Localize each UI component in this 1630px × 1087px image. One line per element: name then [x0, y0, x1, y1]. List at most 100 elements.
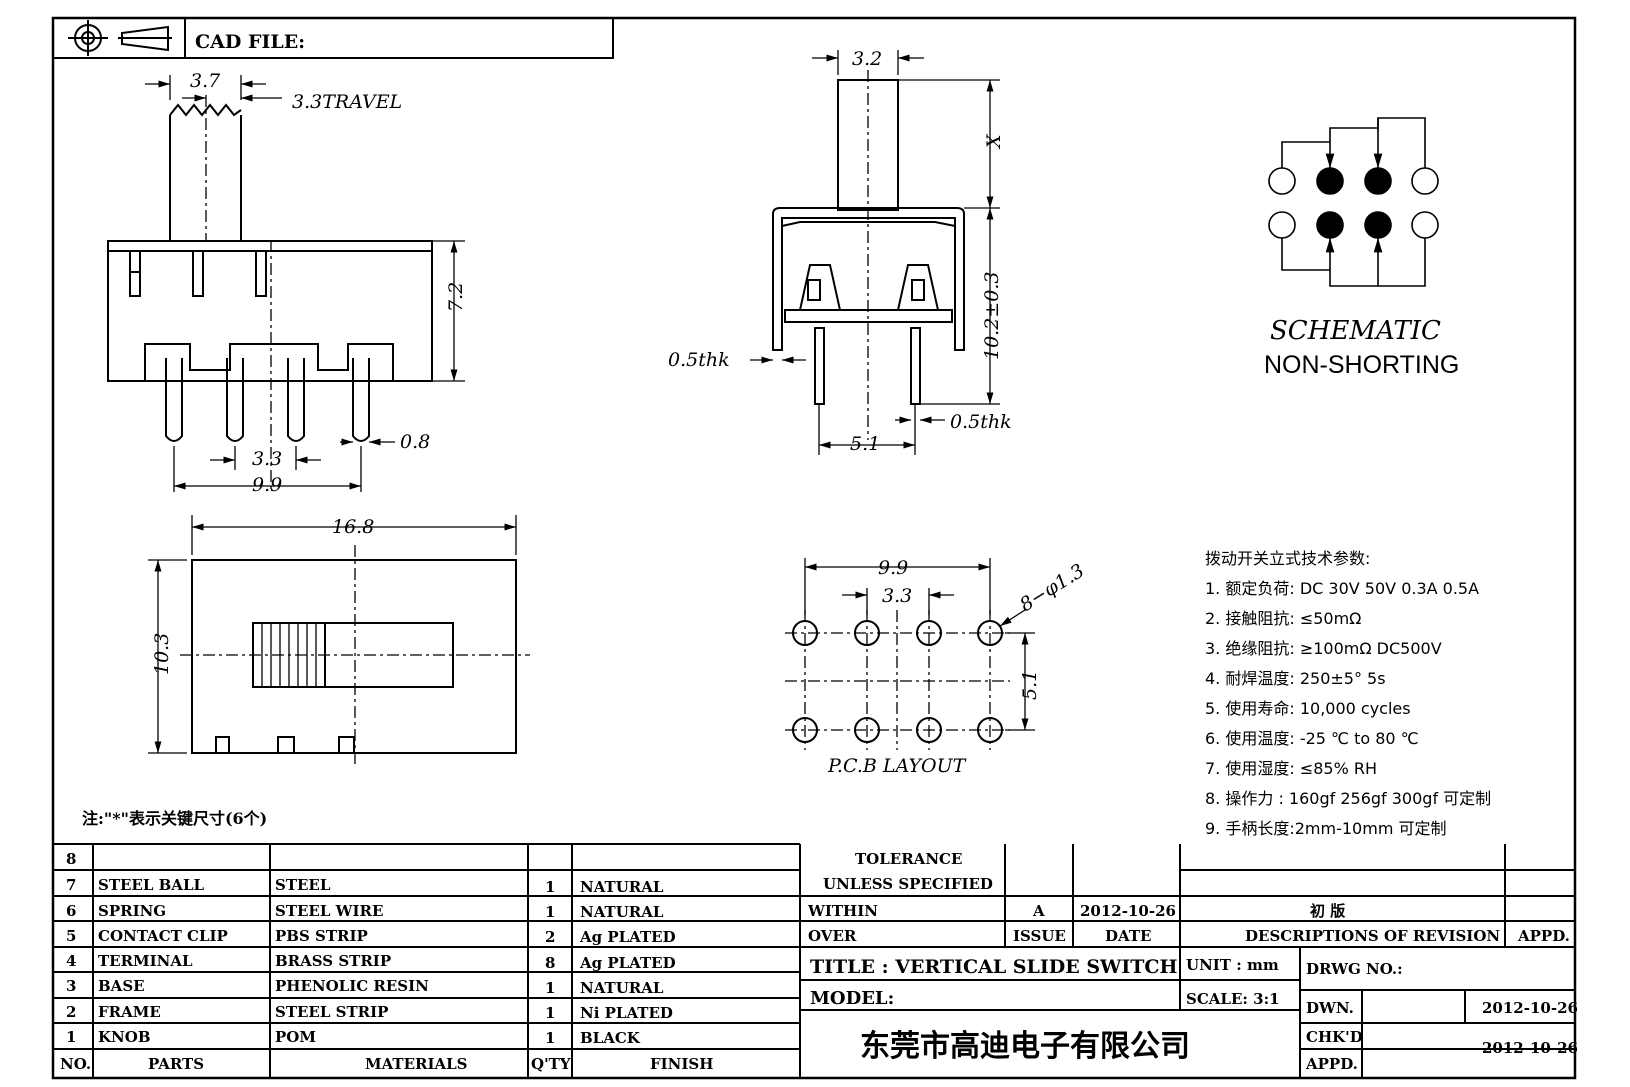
- drawing-number-label: DRWG NO.:: [1306, 960, 1403, 978]
- drawing-title: TITLE : VERTICAL SLIDE SWITCH: [810, 956, 1178, 978]
- table-row: 2 FRAME STEEL STRIP 1 Ni PLATED: [66, 1003, 673, 1022]
- bom-no: 7: [66, 876, 76, 894]
- spec-title: 拨动开关立式技术参数:: [1205, 549, 1370, 568]
- bom-material: POM: [275, 1028, 316, 1046]
- issue-header: ISSUE: [1013, 927, 1066, 945]
- table-row: 6 SPRING STEEL WIRE 1 NATURAL: [66, 902, 664, 921]
- dim-10-2: 10.2±0.3: [981, 272, 1003, 360]
- bom-qty: 2: [545, 928, 555, 946]
- table-row: 8: [66, 850, 76, 868]
- company-name: 东莞市高迪电子有限公司: [860, 1029, 1190, 1064]
- spec-item: 6. 使用温度: -25 ℃ to 80 ℃: [1205, 729, 1419, 748]
- side-view: [107, 75, 465, 492]
- bom-no: 4: [66, 952, 76, 970]
- dim-thk-left: 0.5thk: [668, 349, 730, 371]
- bom-header-finish: FINISH: [650, 1055, 713, 1073]
- checked-label: CHK'D: [1306, 1028, 1363, 1046]
- bom-header-material: MATERIALS: [365, 1055, 468, 1073]
- bom-no: 1: [66, 1028, 76, 1046]
- bom-no: 6: [66, 902, 76, 920]
- dim-thk-right: 0.5thk: [950, 411, 1012, 433]
- dim-9-9-side: 9.9: [252, 474, 282, 496]
- bom-no: 2: [66, 1003, 76, 1021]
- bom-qty: 1: [545, 979, 555, 997]
- spec-item: 2. 接触阻抗: ≤50mΩ: [1205, 609, 1361, 628]
- bom-part: KNOB: [98, 1028, 151, 1046]
- description-value: 初 版: [1310, 902, 1345, 920]
- key-dimension-note: 注:"*"表示关键尺寸(6个): [82, 809, 267, 828]
- front-view: [750, 50, 1000, 455]
- bom-finish: Ag PLATED: [579, 928, 676, 946]
- bom-finish: Ni PLATED: [580, 1004, 673, 1022]
- bom-no: 8: [66, 850, 76, 868]
- bom-qty: 1: [545, 903, 555, 921]
- pcb-dim-9-9: 9.9: [878, 557, 908, 579]
- over-label: OVER: [808, 927, 857, 945]
- tolerance-label: TOLERANCE: [855, 850, 962, 868]
- approved-header: APPD.: [1517, 927, 1570, 945]
- bom-part: BASE: [98, 977, 145, 995]
- bom-material: PBS STRIP: [275, 927, 368, 945]
- bom-part: SPRING: [98, 902, 166, 920]
- table-row: 3 BASE PHENOLIC RESIN 1 NATURAL: [66, 977, 664, 997]
- cad-file-label: CAD FILE:: [195, 31, 305, 53]
- dim-3-3-side: 3.3: [252, 448, 282, 470]
- table-row: 7 STEEL BALL STEEL 1 NATURAL: [66, 876, 664, 896]
- projection-symbol-icon: [68, 20, 172, 56]
- spec-list: 拨动开关立式技术参数: 1. 额定负荷: DC 30V 50V 0.3A 0.5…: [1205, 549, 1491, 838]
- spec-item: 7. 使用湿度: ≤85% RH: [1205, 759, 1377, 778]
- bom-part: FRAME: [98, 1003, 161, 1021]
- table-header-row: NO. PARTS MATERIALS Q'TY FINISH: [60, 1055, 713, 1073]
- bom-qty: 1: [545, 1004, 555, 1022]
- bom-finish: NATURAL: [580, 903, 664, 921]
- top-view: [148, 515, 530, 765]
- within-label: WITHIN: [807, 902, 878, 920]
- pcb-layout: [785, 558, 1035, 750]
- dim-0-8: 0.8: [400, 431, 430, 453]
- sheet-border: [51, 16, 1577, 1080]
- bom-header-qty: Q'TY: [531, 1055, 571, 1073]
- bom-rows: 8 7 STEEL BALL STEEL 1 NATURAL 6 SPRING …: [60, 850, 713, 1073]
- bom-table: [53, 843, 801, 1078]
- dim-10-3: 10.3: [151, 633, 173, 675]
- dim-3-7: 3.7: [190, 70, 221, 92]
- bom-header-part: PARTS: [148, 1055, 204, 1073]
- bom-material: STEEL WIRE: [275, 902, 383, 920]
- checked-date: 2012-10-26: [1482, 1039, 1578, 1057]
- dim-travel: 3.3TRAVEL: [292, 91, 402, 113]
- bom-finish: BLACK: [580, 1029, 641, 1047]
- model-label: MODEL:: [810, 988, 894, 1009]
- spec-item: 8. 操作力 : 160gf 256gf 300gf 可定制: [1205, 789, 1491, 808]
- bom-no: 3: [66, 977, 76, 995]
- bom-qty: 1: [545, 1029, 555, 1047]
- approved-label: APPD.: [1305, 1055, 1358, 1073]
- bom-material: STEEL: [275, 876, 331, 894]
- pcb-dim-holes: 8−φ1.3: [1016, 560, 1088, 617]
- date-header: DATE: [1105, 927, 1151, 945]
- schematic-title: SCHEMATIC: [1270, 316, 1441, 346]
- bom-finish: Ag PLATED: [579, 954, 676, 972]
- spec-item: 9. 手柄长度:2mm-10mm 可定制: [1205, 819, 1447, 838]
- drawn-date: 2012-10-26: [1482, 999, 1578, 1017]
- pcb-dim-5-1: 5.1: [1019, 670, 1041, 700]
- spec-item: 1. 额定负荷: DC 30V 50V 0.3A 0.5A: [1205, 579, 1479, 598]
- bom-material: PHENOLIC RESIN: [275, 977, 429, 995]
- drawn-label: DWN.: [1306, 999, 1354, 1017]
- date-value: 2012-10-26: [1080, 902, 1176, 920]
- scale-label: SCALE: 3:1: [1186, 990, 1280, 1008]
- spec-item: 5. 使用寿命: 10,000 cycles: [1205, 699, 1411, 718]
- dim-16-8: 16.8: [332, 516, 374, 538]
- spec-item: 4. 耐焊温度: 250±5° 5s: [1205, 669, 1386, 688]
- dim-5-1-front: 5.1: [850, 433, 880, 455]
- header-box: CAD FILE:: [52, 17, 614, 59]
- title-block: [800, 844, 1575, 1078]
- bom-material: BRASS STRIP: [275, 952, 391, 970]
- schematic-subtitle: NON-SHORTING: [1264, 351, 1459, 379]
- unless-specified-label: UNLESS SPECIFIED: [823, 875, 993, 893]
- pcb-dim-3-3: 3.3: [882, 585, 912, 607]
- spec-item: 3. 绝缘阻抗: ≥100mΩ DC500V: [1205, 639, 1442, 658]
- bom-finish: NATURAL: [580, 878, 664, 896]
- descriptions-header: DESCRIPTIONS OF REVISION: [1245, 927, 1500, 945]
- schematic-diagram: [1268, 117, 1439, 287]
